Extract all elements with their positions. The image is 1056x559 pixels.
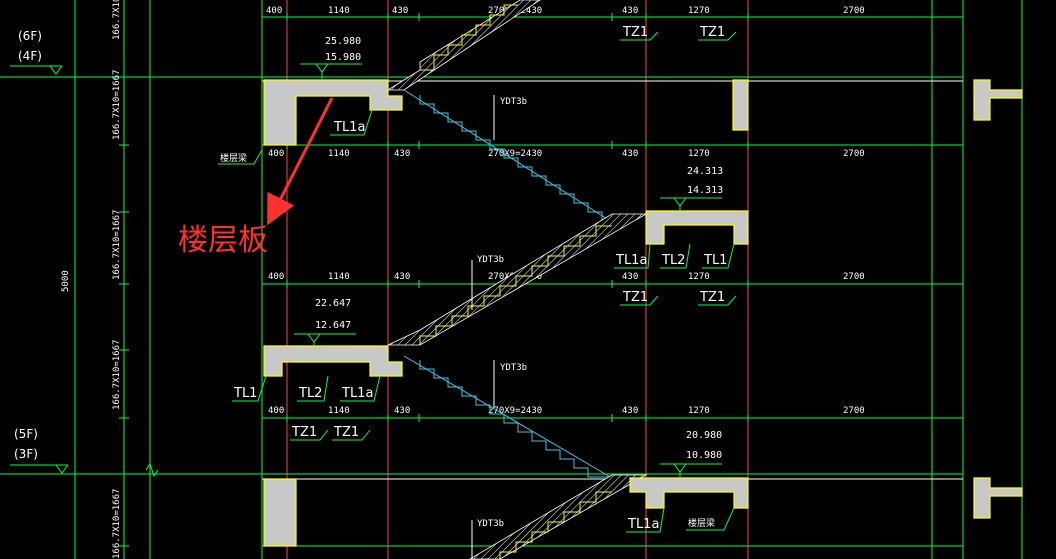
landing-top-left xyxy=(263,79,403,146)
member-labels: TZ1 TZ1 TL1a 楼层梁 TL1a TL2 TL1 TZ1 TZ1 TL… xyxy=(218,25,737,533)
elevation-1: 25.980 15.980 xyxy=(300,36,362,80)
dim-label: 2700 xyxy=(843,406,865,416)
wall-column-right-top xyxy=(732,79,1023,131)
dim-label: 270X9=2430 xyxy=(488,149,542,159)
label-ydt3b-2: YDT3b xyxy=(477,255,504,265)
level-bottom-primary: (5F) xyxy=(14,427,38,441)
stair-flight-5: YDT3b xyxy=(469,474,648,559)
dim-label: 430 xyxy=(622,149,638,159)
dim-label: 1140 xyxy=(328,406,350,416)
label-tl1: TL1 xyxy=(703,253,727,268)
elevation-3: 22.647 12.647 xyxy=(294,298,356,346)
label-tl2: TL2 xyxy=(298,386,322,401)
left-dimensions: 166.7X10= 166.7X10=1667 166.7X10=1667 16… xyxy=(61,0,122,559)
dim-label: 1270 xyxy=(688,6,710,16)
dim-label: 430 xyxy=(622,406,638,416)
landing-bottom-right xyxy=(629,477,749,509)
label-tz1: TZ1 xyxy=(333,425,359,440)
dim-label: 1270 xyxy=(688,272,710,282)
landing-mid-right xyxy=(645,210,749,245)
landing-bottom-left xyxy=(263,478,297,547)
level-top-secondary: (4F) xyxy=(18,49,42,63)
dim-label: 430 xyxy=(394,149,410,159)
dim-label: 270X9=2430 xyxy=(488,406,542,416)
dim-label: 2700 xyxy=(843,6,865,16)
dim-row-1: 400 1140 430 270X9=2430 430 1270 2700 xyxy=(268,149,865,159)
left-dim-seg-0: 166.7X10= xyxy=(112,0,122,40)
elevation-2: 24.313 14.313 xyxy=(660,166,723,211)
elev-4-bottom: 10.980 xyxy=(686,450,722,461)
dim-label: 430 xyxy=(392,6,408,16)
label-tl1a: TL1a xyxy=(333,120,365,135)
elev-2-bottom: 14.313 xyxy=(687,185,723,196)
label-tz1: TZ1 xyxy=(622,290,648,305)
vertical-grid-lines xyxy=(74,0,1023,559)
dimension-ticks xyxy=(70,13,964,547)
elev-1-top: 25.980 xyxy=(325,36,361,47)
left-dim-seg-4: 166.7X10=1667 xyxy=(112,489,122,559)
label-tl1: TL1 xyxy=(233,386,257,401)
dim-label: 430 xyxy=(622,272,638,282)
label-tl1a: TL1a xyxy=(615,253,647,268)
label-tl2: TL2 xyxy=(661,253,685,268)
label-tl1a: TL1a xyxy=(627,517,659,532)
label-floor-beam: 楼层梁 xyxy=(220,152,247,164)
stair-flight-2: YDT3b xyxy=(403,89,613,223)
dim-label: 1140 xyxy=(328,6,350,16)
label-tl1a: TL1a xyxy=(341,386,373,401)
dim-label: 400 xyxy=(266,6,282,16)
dim-label: 400 xyxy=(268,406,284,416)
dim-label: 2700 xyxy=(843,149,865,159)
label-tz1: TZ1 xyxy=(699,25,725,40)
dim-row-3: 400 1140 430 270X9=2430 430 1270 2700 xyxy=(268,406,865,416)
left-dim-seg-1: 166.7X10=1667 xyxy=(112,70,122,140)
stair-flight-3: YDT3b xyxy=(387,213,648,346)
dim-label: 1140 xyxy=(328,149,350,159)
label-tz1: TZ1 xyxy=(699,290,725,305)
wall-column-right-bottom xyxy=(973,477,1023,519)
level-top-primary: (6F) xyxy=(18,29,42,43)
elev-3-top: 22.647 xyxy=(315,298,351,309)
stair-flight-4: YDT3b xyxy=(403,355,613,479)
elev-3-bottom: 12.647 xyxy=(315,320,351,331)
dim-label: 430 xyxy=(394,406,410,416)
elev-1-bottom: 15.980 xyxy=(325,52,361,63)
label-ydt3b-1: YDT3b xyxy=(500,97,527,107)
dim-row-0: 400 1140 430 270X9=2430 430 1270 2700 xyxy=(266,6,865,16)
left-dim-seg-3: 166.7X10=1667 xyxy=(112,340,122,410)
dim-label: 1270 xyxy=(688,406,710,416)
label-ydt3b-3: YDT3b xyxy=(500,363,527,373)
elev-4-top: 20.980 xyxy=(686,430,722,441)
left-dim-seg-2: 166.7X10=1667 xyxy=(112,210,122,280)
dim-label: 1270 xyxy=(688,149,710,159)
label-floor-beam: 楼层梁 xyxy=(688,517,715,529)
level-markers: (6F) (4F) (5F) (3F) xyxy=(10,29,159,478)
dim-label: 400 xyxy=(268,272,284,282)
dim-label: 1140 xyxy=(328,272,350,282)
annotation-floor-slab: 楼层板 xyxy=(178,223,268,258)
label-ydt3b-4: YDT3b xyxy=(477,519,504,529)
dim-label: 430 xyxy=(394,272,410,282)
landing-mid-left xyxy=(263,345,403,377)
level-bottom-secondary: (3F) xyxy=(14,447,38,461)
horizontal-dim-lines xyxy=(0,16,963,547)
elevation-4: 20.980 10.980 xyxy=(660,430,722,478)
left-dim-total: 5000 xyxy=(61,270,71,292)
dim-label: 400 xyxy=(268,149,284,159)
elev-2-top: 24.313 xyxy=(687,166,723,177)
dim-label: 2700 xyxy=(843,272,865,282)
label-tz1: TZ1 xyxy=(291,425,317,440)
red-annotation: 楼层板 xyxy=(178,97,334,258)
label-tz1: TZ1 xyxy=(622,25,648,40)
dim-label: 430 xyxy=(622,6,638,16)
dim-row-2: 400 1140 430 270X9=2430 430 1270 2700 xyxy=(268,272,865,282)
